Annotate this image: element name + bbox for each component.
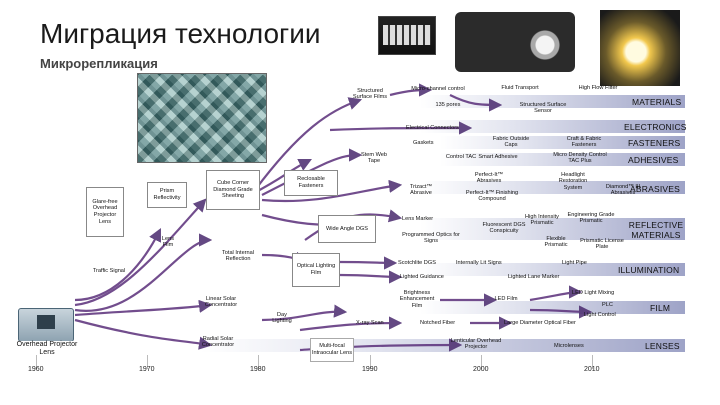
node-linear-solar: Linear Solar Concentrator	[204, 296, 238, 309]
light-tube-photo	[600, 10, 680, 86]
node-engineering-grade: Engineering Grade Prismatic	[567, 212, 615, 225]
node-prism-reflectivity: Prism Reflectivity	[147, 182, 187, 208]
node-led-film: LED Film	[494, 296, 518, 302]
node-total-internal-reflection: Total Internal Reflection	[221, 250, 255, 263]
node-microlenses: Microlenses	[554, 343, 584, 349]
category-electronics: ELECTRONICS	[624, 122, 687, 132]
year-1980: 1980	[250, 366, 266, 373]
node-135-pores: 135 pores	[435, 102, 461, 108]
node-structured-surface-films: Structured Surface Films	[352, 88, 388, 101]
node-wide-angle-dgs: Wide Angle DGS	[318, 215, 376, 243]
node-headlight: Headlight Restoration System	[558, 172, 588, 191]
node-micro-channel: Micro-channel control	[411, 86, 465, 92]
category-adhesives: ADHESIVES	[628, 155, 679, 165]
node-led-light-mixing: LED Light Mixing	[572, 290, 615, 296]
node-internally-lit: Internally Lit Signs	[456, 260, 502, 266]
overhead-projector-photo	[18, 308, 74, 342]
node-perfect-it-abrasives: Perfect-It™ Abrasives	[474, 172, 504, 185]
node-gaskets: Gaskets	[413, 140, 434, 146]
year-2010: 2010	[584, 366, 600, 373]
node-high-intensity: High Intensity Prismatic	[525, 214, 559, 227]
node-fluid-transport: Fluid Transport	[501, 85, 539, 91]
microreplication-surface-photo	[137, 73, 267, 163]
node-cube-corner: Cube Corner Diamond Grade Sheeting	[206, 170, 260, 210]
node-lighted-guidance: Lighted Guidance	[400, 274, 444, 280]
node-diamond-abrasives: Diamond™ III Abrasives	[605, 184, 641, 197]
node-multifocal: Multi-focal Intraocular Lens	[310, 338, 354, 362]
node-radial-solar: Radial Solar Concentrator	[201, 336, 235, 349]
node-control-tac: Control TAC	[445, 154, 477, 160]
node-scotchlite-dgs: Scotchlite DGS	[398, 260, 436, 266]
node-fluorescent-dgs: Fluorescent DGS Conspicuity	[482, 222, 526, 235]
projector-device-photo	[455, 12, 575, 72]
year-1990: 1990	[362, 366, 378, 373]
node-xray-scan: X-ray Scan	[356, 320, 384, 326]
category-film: FILM	[650, 303, 671, 313]
category-lenses: LENSES	[645, 341, 680, 351]
node-lighted-lane-marker: Lighted Lane Marker	[508, 274, 560, 280]
node-plc: PLC	[602, 302, 613, 308]
node-programmed-optics: Programmed Optics for Signs	[402, 232, 460, 245]
node-smart-adhesive: Smart Adhesive	[478, 154, 518, 160]
node-light-pipe: Light Pipe	[562, 260, 587, 266]
node-reclosable-fasteners: Reclosable Fasteners	[284, 170, 338, 196]
year-2000: 2000	[473, 366, 489, 373]
node-traffic-signal: Traffic Signal	[92, 268, 126, 274]
node-glare-free: Glare-free Overhead Projector Lens	[86, 187, 124, 237]
node-craft-fabric: Craft & Fabric Fasteners	[566, 136, 602, 149]
node-lens-film: Lens Film	[161, 236, 175, 249]
node-large-diameter-fiber: Large Diameter Optical Fiber	[504, 320, 576, 326]
node-electrical-connectors: Electrical Connectors	[406, 125, 459, 131]
node-structured-surface-sensor: Structured Surface Sensor	[519, 102, 567, 115]
node-lens-marker: Lens Marker	[402, 216, 434, 222]
node-light-control: Light Control	[584, 312, 616, 318]
node-notched-fiber: Notched Fiber	[420, 320, 456, 326]
year-1970: 1970	[139, 366, 155, 373]
node-micro-density: Micro Density Control TAC Plus	[553, 152, 607, 165]
node-prismatic-license: Prismatic License Plate	[580, 238, 624, 251]
node-stem-web-tape: Stem Web Tape	[360, 152, 387, 165]
category-fasteners: FASTENERS	[628, 138, 681, 148]
node-high-flow-filter: High Flow Filter	[578, 85, 618, 91]
node-brightness-enhancement: Brightness Enhancement Film	[399, 290, 435, 309]
reflective-sign-photo	[378, 16, 436, 55]
node-optical-lighting-film: Optical Lighting Film	[292, 253, 340, 287]
year-1960: 1960	[28, 366, 44, 373]
page-subtitle: Микрорепликация	[40, 56, 158, 71]
category-illumination: ILLUMINATION	[618, 265, 680, 275]
category-materials: MATERIALS	[632, 97, 682, 107]
node-lenticular-overhead: Lenticular Overhead Projector	[450, 338, 502, 351]
start-label: Overhead Projector Lens	[14, 341, 80, 357]
node-fabric-outside-caps: Fabric Outside Caps	[492, 136, 530, 149]
node-flexible-prismatic: Flexible Prismatic	[544, 236, 568, 249]
node-day-lighting: Day Lighting	[272, 312, 292, 325]
page-title: Миграция технологии	[40, 18, 321, 49]
node-trizact: Trizact™ Abrasive	[409, 184, 433, 197]
node-perfect-it-finishing: Perfect-It™ Finishing Compound	[465, 190, 519, 203]
category-reflective-materials: REFLECTIVE MATERIALS	[628, 220, 684, 240]
category-abrasives: ABRASIVES	[630, 184, 680, 194]
